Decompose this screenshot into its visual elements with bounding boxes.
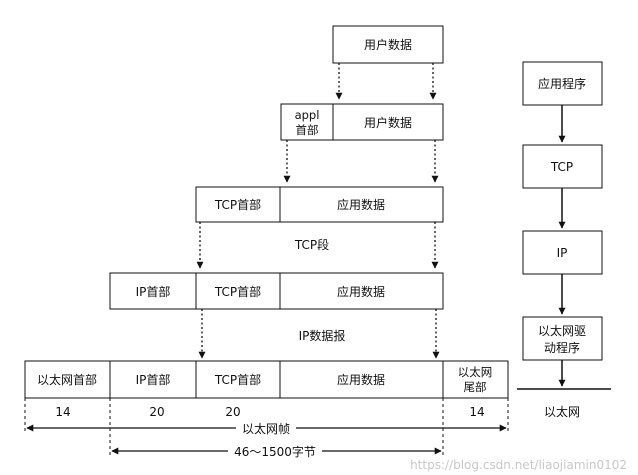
size-labels: 14 20 20 14 — [55, 405, 484, 419]
driver-label-line2: 动程序 — [544, 340, 580, 355]
driver-label-line1: 以太网驱 — [538, 323, 586, 338]
frame-span: 以太网帧 — [26, 420, 507, 436]
appl-header-box — [280, 103, 334, 141]
application-label: 应用程序 — [538, 76, 586, 91]
payload-span: 46～1500字节 — [111, 443, 442, 459]
user-data-box — [332, 103, 444, 141]
tcp-layer-box — [522, 144, 603, 189]
tcp-layer-label: TCP — [550, 160, 573, 174]
tcp-header-box — [195, 360, 281, 399]
protocol-stack: 应用程序 TCP IP 以太网驱 动程序 以太网 — [517, 61, 611, 419]
ip-layer-box — [522, 230, 603, 275]
row-ip-datagram: IP首部 TCP首部 应用数据 IP数据报 — [109, 272, 444, 343]
app-data-label: 应用数据 — [337, 197, 385, 212]
ip-header-label: IP首部 — [136, 284, 171, 299]
eth-trailer-line1: 以太网 — [458, 365, 493, 379]
tcp-header-size: 20 — [225, 405, 240, 419]
frame-label-bg — [236, 420, 296, 436]
tcp-header-label: TCP首部 — [214, 372, 261, 387]
tcp-header-box — [195, 186, 281, 223]
tcp-header-box — [195, 272, 281, 310]
row-application: appl 首部 用户数据 — [280, 103, 444, 141]
tcp-header-label: TCP首部 — [214, 197, 261, 212]
ip-header-size: 20 — [149, 405, 164, 419]
driver-box — [522, 316, 603, 361]
arrows-row4-row5 — [198, 309, 440, 359]
ethernet-medium-label: 以太网 — [544, 404, 580, 419]
row-tcp-segment: TCP首部 应用数据 TCP段 — [195, 186, 444, 252]
ethernet-frame-label: 以太网帧 — [242, 421, 290, 436]
user-data-label: 用户数据 — [364, 37, 412, 52]
arrows-row2-row3 — [283, 140, 439, 183]
application-box — [522, 61, 603, 106]
app-data-label: 应用数据 — [337, 372, 385, 387]
eth-header-size: 14 — [55, 405, 70, 419]
arrows-row1-row2 — [335, 63, 437, 100]
ip-header-label: IP首部 — [136, 372, 171, 387]
app-data-box — [279, 186, 444, 223]
watermark-text: https://blog.csdn.net/liaojiamin0102 — [410, 458, 627, 472]
eth-trailer-size: 14 — [469, 405, 484, 419]
eth-header-label: 以太网首部 — [37, 372, 97, 387]
app-data-box — [279, 360, 444, 399]
eth-trailer-line2: 尾部 — [464, 380, 487, 394]
appl-header-line1: appl — [295, 108, 320, 122]
appl-header-line2: 首部 — [296, 123, 319, 137]
eth-trailer-box — [442, 360, 509, 399]
ip-layer-label: IP — [557, 246, 568, 260]
user-data-label: 用户数据 — [364, 115, 412, 130]
arrows-row3-row4 — [196, 222, 439, 269]
tcp-segment-label: TCP段 — [294, 237, 329, 252]
ip-header-box — [109, 272, 197, 310]
eth-header-box — [24, 360, 111, 399]
payload-label-bg — [228, 443, 322, 459]
row-ethernet-frame: 以太网首部 IP首部 TCP首部 应用数据 以太网 尾部 — [24, 360, 509, 399]
ip-datagram-label: IP数据报 — [299, 328, 346, 343]
user-data-box — [332, 25, 444, 64]
app-data-box — [279, 272, 444, 310]
tcp-header-label: TCP首部 — [214, 284, 261, 299]
app-data-label: 应用数据 — [337, 284, 385, 299]
row-user-data: 用户数据 — [332, 25, 444, 64]
payload-range-label: 46～1500字节 — [234, 444, 316, 459]
